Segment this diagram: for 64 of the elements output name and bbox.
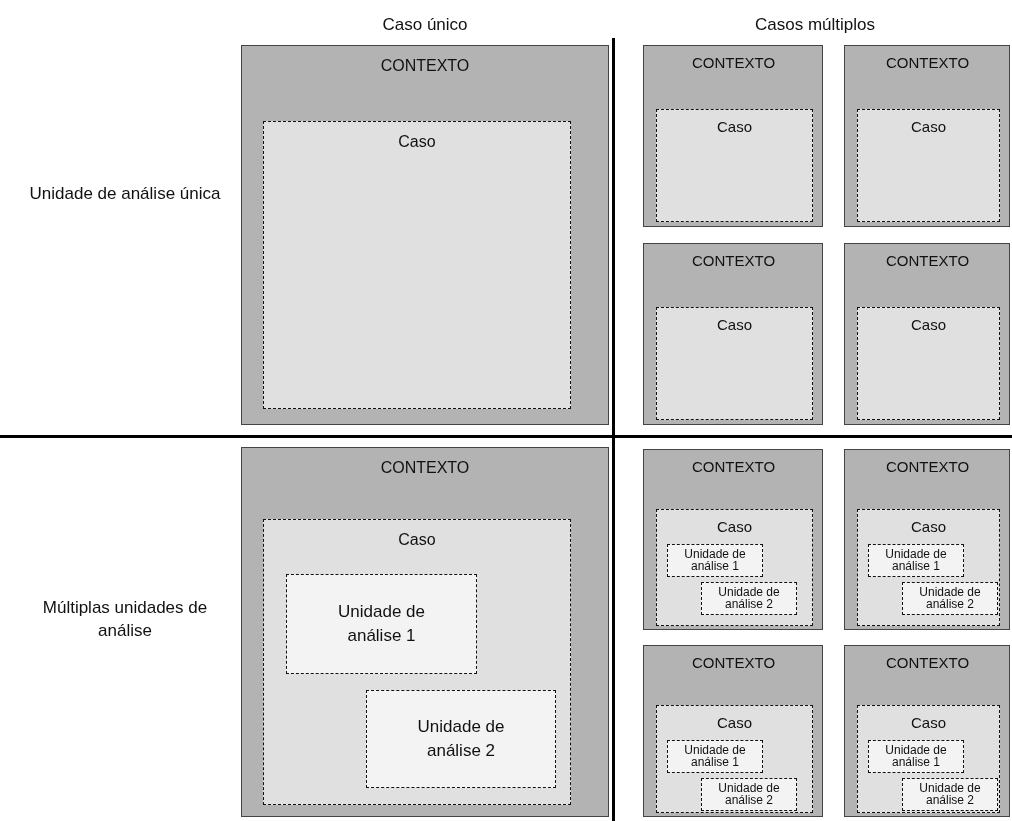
unit-of-analysis-box [902,778,998,811]
case-title: Caso [911,518,946,536]
case-title: Caso [911,118,946,136]
case-title: Caso [398,530,436,550]
unit-of-analysis-box [701,778,797,811]
row-header: Múltiplas unidades de análise [41,597,209,642]
case-title: Caso [717,316,752,334]
unit-of-analysis-box [366,690,556,788]
case-box [656,307,813,420]
context-box [844,243,1010,425]
column-header: Caso único [381,14,469,36]
case-box [263,519,571,805]
case-box [857,109,1000,222]
context-box [643,449,823,630]
case-box [857,705,1000,813]
column-header: Casos múltiplos [754,14,876,36]
context-title: CONTEXTO [692,54,774,72]
case-box [656,109,813,222]
case-box [656,705,813,813]
context-title: CONTEXTO [692,654,774,672]
context-box [844,45,1010,227]
context-box [844,449,1010,630]
case-box [656,509,813,626]
unit-of-analysis-box [286,574,477,674]
unit-of-analysis-box [701,582,797,615]
unit-of-analysis-label: Unidade de análise 1 [884,549,948,572]
case-box [857,509,1000,626]
unit-of-analysis-box [868,740,964,773]
unit-of-analysis-label: Unidade de análise 1 [683,745,747,768]
context-title: CONTEXTO [886,252,968,270]
case-title: Caso [717,118,752,136]
case-title: Caso [911,714,946,732]
context-title: CONTEXTO [692,252,774,270]
context-title: CONTEXTO [380,56,470,76]
case-title: Caso [717,518,752,536]
unit-of-analysis-label: Unidade de análise 1 [884,745,948,768]
case-box [857,307,1000,420]
context-title: CONTEXTO [886,458,968,476]
unit-of-analysis-label: Unidade de análise 2 [717,587,781,610]
context-box [643,645,823,817]
context-box [643,45,823,227]
unit-of-analysis-label: Unidade de análise 1 [337,601,426,647]
unit-of-analysis-box [667,544,763,577]
context-box [241,447,609,817]
unit-of-analysis-label: Unidade de análise 1 [683,549,747,572]
unit-of-analysis-box [667,740,763,773]
case-box [263,121,571,409]
case-title: Caso [717,714,752,732]
unit-of-analysis-label: Unidade de análise 2 [918,783,982,806]
unit-of-analysis-label: Unidade de análise 2 [717,783,781,806]
case-title: Caso [398,132,436,152]
context-box [643,243,823,425]
row-header: Unidade de análise única [28,183,222,205]
unit-of-analysis-label: Unidade de análise 2 [416,716,506,762]
context-title: CONTEXTO [692,458,774,476]
case-title: Caso [911,316,946,334]
context-title: CONTEXTO [886,654,968,672]
context-title: CONTEXTO [886,54,968,72]
unit-of-analysis-box [902,582,998,615]
unit-of-analysis-box [868,544,964,577]
context-box [844,645,1010,817]
context-box [241,45,609,425]
unit-of-analysis-label: Unidade de análise 2 [918,587,982,610]
context-title: CONTEXTO [380,458,470,478]
